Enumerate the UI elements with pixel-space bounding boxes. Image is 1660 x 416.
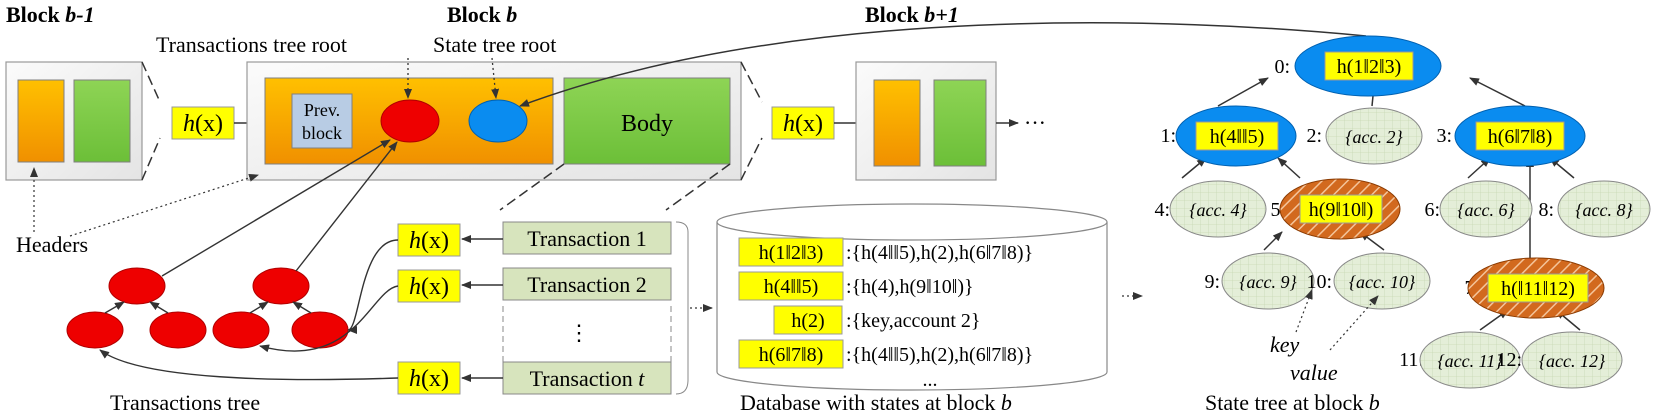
db-row-2-value: :{h(4),h(9‖10‖)} bbox=[846, 276, 974, 298]
db-row-3-key: h(2) bbox=[791, 310, 824, 332]
tx-2-label: Transaction 2 bbox=[527, 272, 647, 297]
tx-1-label: Transaction 1 bbox=[527, 226, 647, 251]
svg-text:h(x): h(x) bbox=[183, 111, 223, 137]
node-10-label: {acc. 10} bbox=[1349, 272, 1416, 292]
tx-list: Transaction 1 Transaction 2 ⋮ Transactio… bbox=[502, 221, 689, 395]
node-11-label: {acc. 11} bbox=[1437, 351, 1503, 371]
tx-tree-root-node bbox=[380, 99, 440, 143]
node-10-index: 10: bbox=[1306, 271, 1332, 293]
key-label: key bbox=[1270, 332, 1300, 357]
node-4-label: {acc. 4} bbox=[1189, 200, 1247, 220]
node-2-label: {acc. 2} bbox=[1345, 127, 1403, 147]
tx-hash-boxes: h(x) h(x) h(x) bbox=[397, 223, 461, 395]
block-b-1-heading: Block b-1 bbox=[6, 2, 95, 27]
tx-tree-label: Transactions tree bbox=[110, 390, 260, 415]
hash-fn-box-2: h(x) bbox=[771, 106, 835, 140]
node-1-label: h(4‖‖5) bbox=[1210, 126, 1265, 148]
block-b-plus-1-heading: Block b+1 bbox=[865, 2, 959, 27]
tx-tree-root-label: Transactions tree root bbox=[156, 32, 347, 57]
state-tree-label: State tree at block b bbox=[1205, 390, 1380, 415]
state-tree-root-label: State tree root bbox=[433, 32, 556, 57]
state-tree: 0: h(1‖2‖3) 1: h(4‖‖5) 2: {acc. 2} 3: h(… bbox=[1154, 35, 1651, 389]
node-0-label: h(1‖2‖3) bbox=[1337, 56, 1402, 78]
tx-ellipsis: ⋮ bbox=[568, 320, 590, 345]
hash-fn-box-1: h(x) bbox=[171, 106, 235, 140]
node-8-index: 8: bbox=[1538, 199, 1554, 221]
db-row-4-value: :{h(4‖‖5),h(2),h(6‖7‖8)} bbox=[846, 344, 1033, 366]
db-row-1-value: :{h(4‖‖5),h(2),h(6‖7‖8)} bbox=[846, 242, 1033, 264]
more-blocks-ellipsis: ··· bbox=[1024, 110, 1046, 135]
node-4-index: 4: bbox=[1154, 199, 1170, 221]
state-tree-root-node bbox=[468, 99, 528, 143]
prev-block-label-1: Prev. bbox=[304, 100, 340, 120]
block-b-1 bbox=[5, 61, 143, 181]
db-row-1-key: h(1‖2‖3) bbox=[759, 242, 824, 264]
svg-text:h(x): h(x) bbox=[783, 111, 823, 137]
node-1-index: 1: bbox=[1160, 125, 1176, 147]
node-12-label: {acc. 12} bbox=[1539, 351, 1606, 371]
svg-text:h(x): h(x) bbox=[409, 366, 449, 392]
node-9-label: {acc. 9} bbox=[1239, 272, 1297, 292]
block-b: Prev. block Body bbox=[246, 61, 742, 181]
headers-label: Headers bbox=[16, 232, 88, 257]
db-row-4-key: h(6‖7‖8) bbox=[759, 344, 824, 366]
block-b-plus-1 bbox=[855, 61, 997, 181]
db-row-3-value: :{key,account 2} bbox=[846, 310, 981, 332]
node-11-index: 11: bbox=[1399, 349, 1424, 371]
block-b-heading: Block b bbox=[447, 2, 517, 27]
body-label: Body bbox=[621, 111, 673, 137]
db-row-ellipsis: ... bbox=[923, 369, 938, 391]
node-6-index: 6: bbox=[1424, 199, 1440, 221]
svg-text:h(x): h(x) bbox=[409, 228, 449, 254]
node-5-label: h(9‖10‖) bbox=[1309, 199, 1374, 221]
transactions-tree bbox=[66, 267, 349, 349]
tx-t-label: Transaction t bbox=[530, 366, 646, 391]
node-9-index: 9: bbox=[1204, 271, 1220, 293]
node-3-label: h(6‖7‖8) bbox=[1488, 126, 1553, 148]
database-rows: h(1‖2‖3) :{h(4‖‖5),h(2),h(6‖7‖8)} h(4‖‖5… bbox=[738, 237, 1033, 391]
node-8-label: {acc. 8} bbox=[1575, 200, 1633, 220]
node-6-label: {acc. 6} bbox=[1457, 200, 1515, 220]
prev-block-label-2: block bbox=[302, 123, 342, 143]
value-label: value bbox=[1290, 360, 1338, 385]
db-row-2-key: h(4‖‖5) bbox=[764, 276, 819, 298]
node-12-index: 12: bbox=[1496, 349, 1522, 371]
svg-text:h(x): h(x) bbox=[409, 274, 449, 300]
node-7-label: h(‖11‖12) bbox=[1501, 278, 1575, 300]
node-2-index: 2: bbox=[1306, 125, 1322, 147]
node-3-index: 3: bbox=[1436, 125, 1452, 147]
database-label: Database with states at block b bbox=[740, 390, 1012, 415]
node-0-index: 0: bbox=[1274, 56, 1290, 78]
